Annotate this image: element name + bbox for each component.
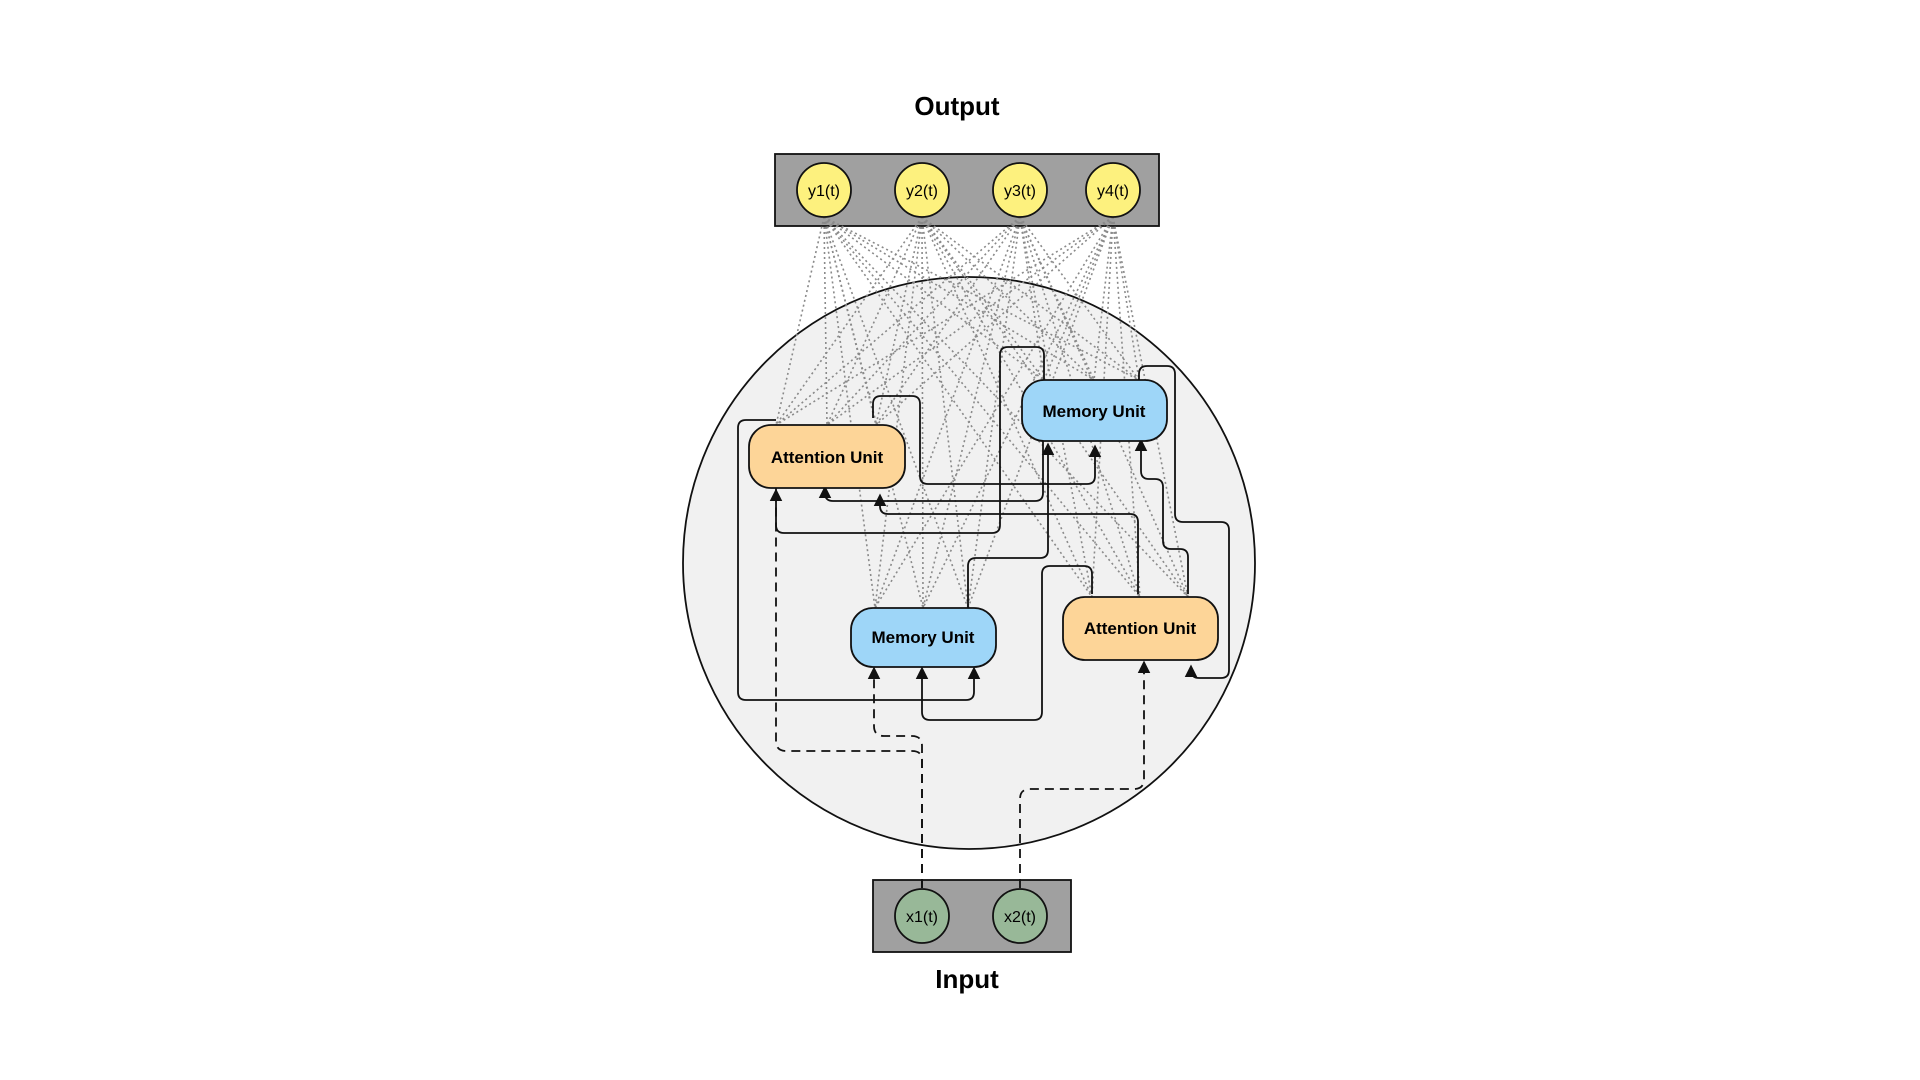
- output-node-3: y3(t): [992, 162, 1048, 218]
- output-connection-line: [874, 216, 1114, 609]
- output-title: Output: [914, 91, 1000, 121]
- input-node-circle: [992, 888, 1048, 944]
- output-connection-line: [921, 216, 1141, 598]
- output-connections: [775, 216, 1189, 609]
- output-connection-line: [775, 216, 1021, 426]
- connection: [1134, 438, 1189, 594]
- output-connection-line: [1093, 216, 1114, 381]
- unit-label: Memory Unit: [872, 628, 975, 647]
- output-connection-line: [1019, 216, 1140, 381]
- unit-label: Memory Unit: [1043, 402, 1146, 421]
- output-connection-line: [967, 216, 1021, 609]
- output-connection-line: [775, 216, 923, 426]
- connection: [818, 382, 1044, 502]
- output-connection-line: [921, 216, 969, 609]
- unit-label: Attention Unit: [771, 448, 884, 467]
- output-connection-line: [826, 216, 923, 426]
- unit-box: [1021, 379, 1168, 442]
- input-node-2: x2(t): [992, 888, 1048, 944]
- attention-unit-left: Attention Unit: [748, 424, 906, 489]
- output-connection-line: [921, 216, 1093, 598]
- connection: [775, 346, 1045, 534]
- output-node-circle: [992, 162, 1048, 218]
- input-node-label: x2(t): [1004, 909, 1036, 926]
- output-node-4: y4(t): [1085, 162, 1141, 218]
- output-node-circle: [796, 162, 852, 218]
- connection: [867, 666, 923, 888]
- connection: [1019, 660, 1151, 888]
- output-connection-line: [826, 216, 1114, 426]
- output-connection-line: [775, 216, 1114, 426]
- unit-box: [850, 607, 997, 668]
- input-connections: [769, 488, 1151, 888]
- output-connection-line: [823, 216, 1141, 598]
- recurrent-connections: [737, 346, 1230, 721]
- output-connection-line: [823, 216, 1045, 381]
- output-node-label: y2(t): [906, 183, 938, 200]
- output-connection-line: [1019, 216, 1189, 598]
- output-node-2: y2(t): [894, 162, 950, 218]
- unit-label: Attention Unit: [1084, 619, 1197, 638]
- output-node-label: y4(t): [1097, 183, 1129, 200]
- output-connection-line: [826, 216, 1021, 426]
- output-node-1: y1(t): [796, 162, 852, 218]
- output-node-label: y1(t): [808, 183, 840, 200]
- attention-unit-right: Attention Unit: [1062, 596, 1219, 661]
- input-node-1: x1(t): [894, 888, 950, 944]
- unit-box: [748, 424, 906, 489]
- output-connection-line: [823, 216, 876, 609]
- output-connection-line: [823, 216, 1140, 381]
- output-connection-line: [921, 216, 1140, 381]
- output-connection-line: [922, 216, 1021, 609]
- connection: [737, 419, 981, 701]
- output-connection-line: [921, 216, 924, 609]
- connection: [1138, 365, 1230, 679]
- memory-unit-bottom: Memory Unit: [850, 607, 997, 668]
- output-node-circle: [894, 162, 950, 218]
- connection: [873, 493, 1139, 594]
- input-node-label: x1(t): [906, 909, 938, 926]
- input-title: Input: [935, 964, 999, 994]
- output-connection-line: [875, 216, 923, 426]
- connection: [872, 395, 1102, 485]
- memory-unit-top: Memory Unit: [1021, 379, 1168, 442]
- connection: [915, 565, 1093, 721]
- output-connection-line: [775, 216, 825, 426]
- output-connection-line: [875, 216, 1021, 426]
- output-connection-line: [921, 216, 1045, 381]
- output-node-label: y3(t): [1004, 183, 1036, 200]
- output-connection-line: [874, 216, 923, 609]
- output-node-circle: [1085, 162, 1141, 218]
- connection: [967, 442, 1055, 608]
- unit-box: [1062, 596, 1219, 661]
- input-node-circle: [894, 888, 950, 944]
